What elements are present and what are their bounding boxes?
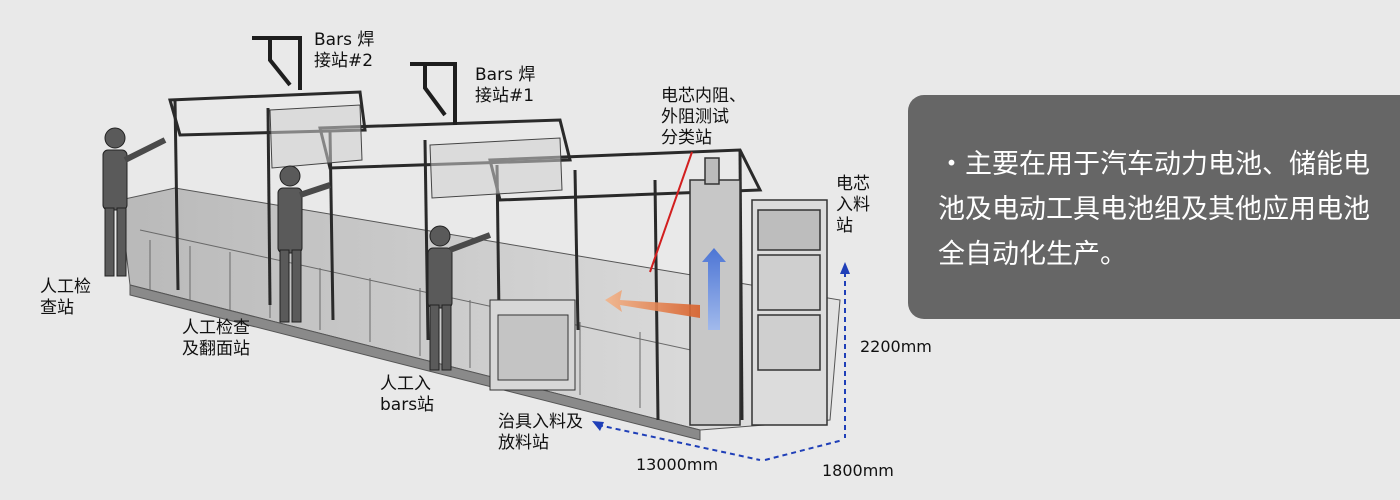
label-cell-resistance: 电芯内阻、 外阻测试 分类站 <box>661 86 746 148</box>
label-bars-weld-2: Bars 焊 接站#2 <box>314 30 375 71</box>
resistance-station-leader <box>649 151 693 273</box>
dimension-length: 13000mm <box>636 455 719 474</box>
label-manual-inspect-flip: 人工检查 及翻面站 <box>182 318 250 359</box>
label-cell-feed: 电芯 入料 站 <box>836 174 870 236</box>
dimension-height: 2200mm <box>860 337 932 356</box>
operator-3 <box>427 225 492 371</box>
label-manual-bars: 人工入 bars站 <box>380 374 435 415</box>
description-text: ・主要在用于汽车动力电池、储能电池及电动工具电池组及其他应用电池全自动化生产。 <box>938 149 1370 270</box>
label-manual-inspection: 人工检 查站 <box>40 277 91 318</box>
description-callout <box>908 95 1400 319</box>
label-fixture-feed: 治具入料及 放料站 <box>498 412 583 453</box>
dimension-arrowheads <box>592 262 850 431</box>
dimension-lines <box>597 272 846 461</box>
label-bars-weld-1: Bars 焊 接站#1 <box>475 65 536 106</box>
fixture-feed-cabinet <box>489 299 576 391</box>
cell-feed-tower <box>689 157 828 426</box>
operator-2 <box>277 165 331 323</box>
glass-panels <box>269 104 563 199</box>
operator-figures <box>102 127 492 371</box>
blue-flow-arrow <box>702 248 726 330</box>
dimension-width: 1800mm <box>822 461 894 480</box>
operator-1 <box>102 127 167 277</box>
weld-station-towers <box>252 36 457 125</box>
orange-flow-arrow <box>605 290 700 318</box>
